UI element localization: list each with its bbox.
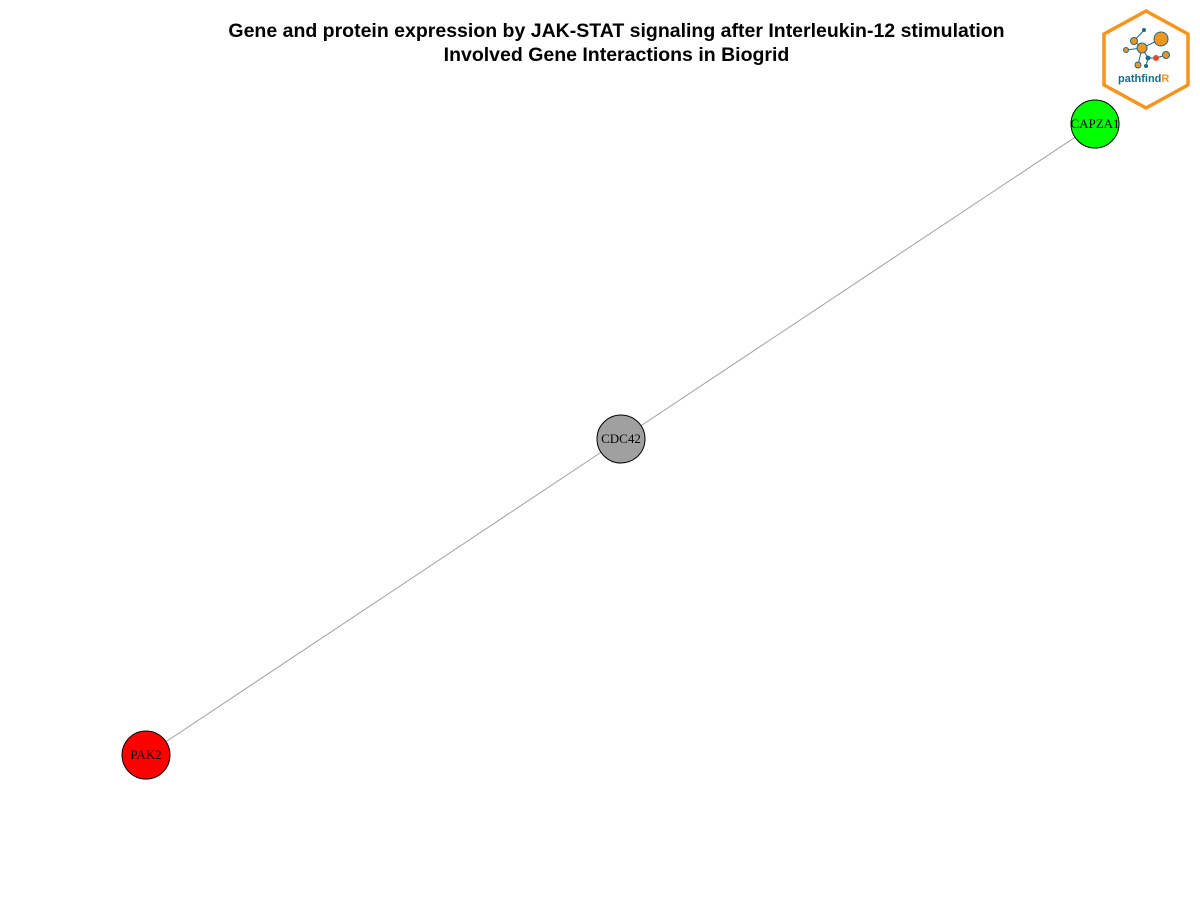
edges-layer xyxy=(145,123,1096,756)
node-label-cdc42: CDC42 xyxy=(601,431,641,446)
chart-title: Gene and protein expression by JAK-STAT … xyxy=(0,19,1200,67)
node-circle-pak2[interactable] xyxy=(121,730,171,780)
node-label-capza1: CAPZA1 xyxy=(1070,116,1119,131)
title-line-1: Gene and protein expression by JAK-STAT … xyxy=(228,20,1005,42)
logo-text-main: pathfind xyxy=(1118,73,1161,85)
edge-cdc42-capza1 xyxy=(620,123,1096,440)
node-capza1[interactable]: CAPZA1 xyxy=(1070,99,1120,149)
edge-pak2-cdc42 xyxy=(145,438,622,756)
node-cdc42[interactable]: CDC42 xyxy=(596,414,646,464)
node-circle-cdc42[interactable] xyxy=(596,414,646,464)
logo-text-accent: R xyxy=(1161,73,1169,85)
pathfindr-logo: pathfindR xyxy=(1100,8,1192,112)
logo-hexagon-icon: pathfindR xyxy=(1102,9,1190,110)
node-label-pak2: PAK2 xyxy=(130,747,161,762)
svg-text:pathfindR: pathfindR xyxy=(1118,73,1169,85)
node-circle-capza1[interactable] xyxy=(1070,99,1120,149)
node-pak2[interactable]: PAK2 xyxy=(121,730,171,780)
title-line-2: Involved Gene Interactions in Biogrid xyxy=(443,44,790,66)
